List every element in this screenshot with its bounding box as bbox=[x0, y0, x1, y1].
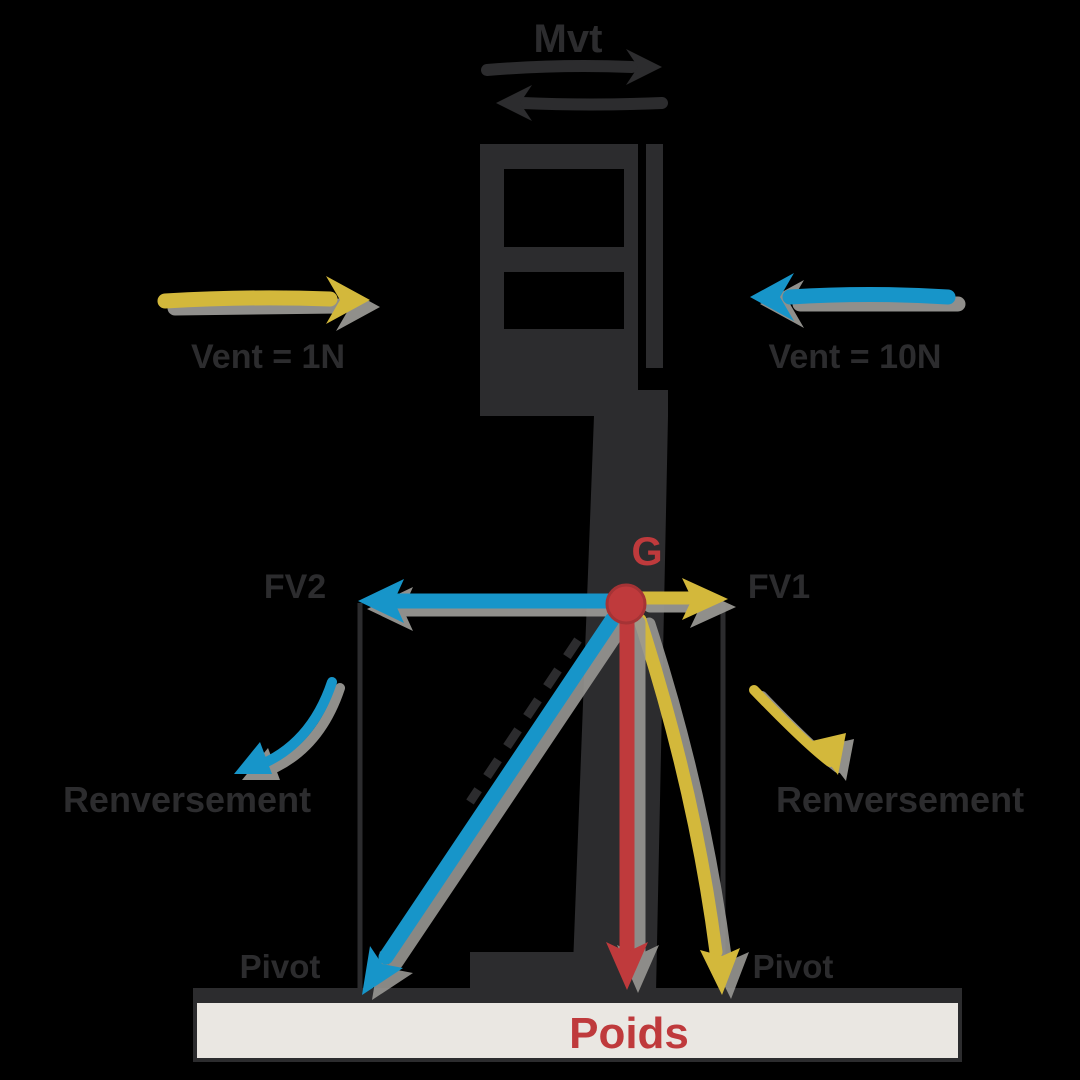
tipping-arc-left-icon bbox=[234, 677, 345, 780]
wind-arrow-left-icon bbox=[157, 276, 380, 331]
force-left-label: FV2 bbox=[264, 568, 326, 606]
force-arrow-right-icon bbox=[635, 578, 736, 628]
panel-window-top bbox=[504, 169, 624, 247]
resultant-arrow-left-icon bbox=[362, 612, 630, 1000]
wind-arrow-right-icon bbox=[750, 273, 966, 328]
wind-left-label: Vent = 1N bbox=[191, 338, 345, 376]
pivot-right-label: Pivot bbox=[753, 948, 834, 985]
motion-arrow-right-icon bbox=[481, 49, 662, 85]
weight-arrow-icon bbox=[606, 612, 659, 993]
panel-footer bbox=[480, 390, 668, 416]
mast-foot bbox=[470, 952, 598, 990]
weight-label: Poids bbox=[569, 1009, 689, 1058]
motion-arrow-left-icon bbox=[496, 85, 668, 121]
force-right-label: FV1 bbox=[748, 568, 810, 606]
pivot-left-label: Pivot bbox=[240, 948, 321, 985]
panel-window-bottom bbox=[504, 272, 624, 329]
resultant-arrow-right-icon bbox=[633, 613, 749, 999]
tipping-left-label: Renversement bbox=[63, 779, 311, 820]
ground-plate bbox=[193, 988, 962, 1062]
motion-label: Mvt bbox=[534, 17, 603, 61]
gravity-point-label: G bbox=[631, 530, 662, 574]
wind-right-label: Vent = 10N bbox=[769, 338, 942, 376]
panel-side-rail bbox=[646, 144, 663, 368]
gravity-point-dot bbox=[605, 583, 647, 625]
sketch-hatch bbox=[466, 637, 582, 805]
force-arrow-left-icon bbox=[358, 579, 627, 631]
tipping-right-label: Renversement bbox=[776, 779, 1024, 820]
tipping-arc-right-icon bbox=[749, 685, 854, 781]
